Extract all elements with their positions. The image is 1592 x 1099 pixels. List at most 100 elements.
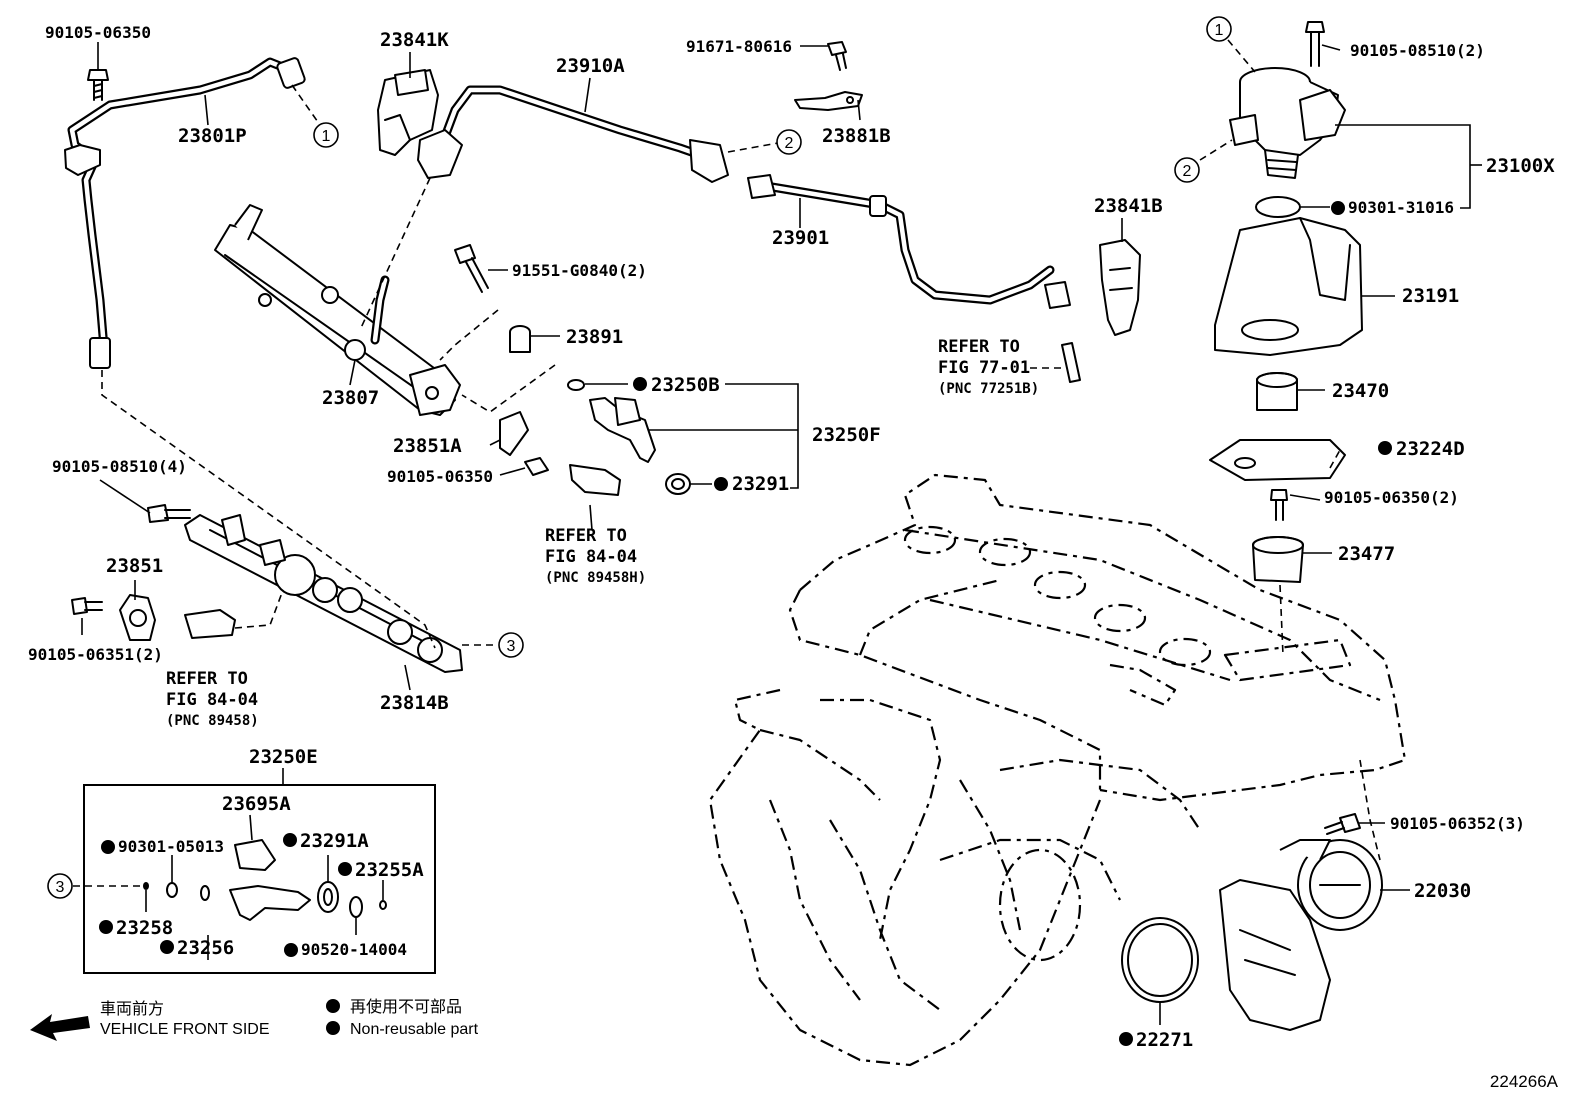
svg-text:REFER TO: REFER TO	[938, 337, 1020, 357]
spacer-23891	[509, 325, 531, 353]
bolt-91671-80616	[827, 41, 847, 71]
label-23291a: 23291A	[300, 830, 369, 852]
label-23291: 23291	[732, 473, 789, 495]
label-23470: 23470	[1332, 380, 1389, 402]
label-23256: 23256	[177, 937, 234, 959]
fuel-pipe-23910a	[417, 85, 729, 183]
label-23814b: 23814B	[380, 692, 449, 714]
housing-23477	[1252, 536, 1304, 583]
label-23250b: 23250B	[651, 374, 720, 396]
label-90105-06350-top: 90105-06350	[45, 23, 151, 42]
svg-text:Non-reusable part: Non-reusable part	[350, 1021, 479, 1038]
gasket-23224d	[1209, 439, 1346, 481]
leader-lines	[81, 39, 1482, 1025]
legend-vehicle-front: 車両前方 VEHICLE FRONT SIDE	[30, 1000, 270, 1041]
svg-text:再使用不可部品: 再使用不可部品	[350, 998, 462, 1016]
label-23841b: 23841B	[1094, 195, 1163, 217]
part-labels: 90105-06350 23801P 23841K 23910A 91671-8…	[28, 23, 1555, 1051]
refer-note-84-04-h: REFER TO FIG 84-04 (PNC 89458H)	[545, 526, 646, 586]
engine-outline	[708, 473, 1407, 1067]
bolt-90105-06351	[71, 597, 103, 615]
label-90105-06350-2: 90105-06350(2)	[1324, 488, 1459, 507]
bracket-23851	[119, 594, 156, 641]
label-23891: 23891	[566, 326, 623, 348]
callout-3-rail: 3	[498, 632, 524, 658]
bolt-90105-06350-mid	[524, 457, 549, 476]
front-arrow-icon	[30, 1014, 90, 1041]
label-23807: 23807	[322, 387, 379, 409]
label-23841k: 23841K	[380, 29, 449, 51]
svg-text:1: 1	[1215, 22, 1224, 39]
label-90105-06352: 90105-06352(3)	[1390, 814, 1525, 833]
svg-text:FIG 77-01: FIG 77-01	[938, 358, 1030, 378]
label-90105-08510-4: 90105-08510(4)	[52, 457, 187, 476]
label-23477: 23477	[1338, 543, 1395, 565]
label-90301-05013: 90301-05013	[118, 837, 224, 856]
label-23695a: 23695A	[222, 793, 291, 815]
label-23910a: 23910A	[556, 55, 625, 77]
fuel-tube-23901	[747, 174, 1071, 309]
o-ring-90301-31016	[1255, 196, 1301, 218]
pump-bracket-23191	[1214, 217, 1363, 356]
bracket-23851a	[499, 411, 529, 456]
bolt-90105-08510-2	[1305, 21, 1325, 67]
svg-text:REFER TO: REFER TO	[166, 669, 248, 689]
svg-text:(PNC 89458H): (PNC 89458H)	[545, 570, 646, 586]
label-90520-14004: 90520-14004	[301, 940, 407, 959]
svg-text:2: 2	[1183, 163, 1192, 180]
label-91551-g0840: 91551-G0840(2)	[512, 261, 647, 280]
fuel-pump-23100x	[1229, 67, 1346, 179]
connector-23841b	[1099, 239, 1141, 336]
gasket-22271	[1121, 917, 1199, 1003]
callout-2-pump: 2	[1174, 157, 1200, 183]
callout-3-kit: 3	[47, 873, 73, 899]
injector-23250f	[567, 379, 691, 495]
callout-1-top-left: 1	[313, 122, 339, 148]
bolt-91551-g0840	[454, 244, 489, 293]
label-22271: 22271	[1136, 1029, 1193, 1051]
refer-note-77-01: REFER TO FIG 77-01 (PNC 77251B)	[938, 337, 1066, 397]
label-23258: 23258	[116, 917, 173, 939]
label-23851: 23851	[106, 555, 163, 577]
svg-text:FIG 84-04: FIG 84-04	[545, 547, 637, 567]
bracket-23881b	[794, 91, 863, 111]
label-91671-80616: 91671-80616	[686, 37, 792, 56]
label-23250f: 23250F	[812, 424, 881, 446]
bolt-90105-06352	[1324, 813, 1361, 835]
throttle-body-22030	[1219, 839, 1383, 1031]
non-reusable-dot-icon	[326, 999, 340, 1013]
kit-box-23250e	[73, 784, 436, 974]
label-90301-31016: 90301-31016	[1348, 198, 1454, 217]
label-22030: 22030	[1414, 880, 1471, 902]
label-23901: 23901	[772, 227, 829, 249]
label-90105-06351: 90105-06351(2)	[28, 645, 163, 664]
label-23801p: 23801P	[178, 125, 247, 147]
fuel-hose-23801p	[64, 57, 306, 369]
callout-2-pipe: 2	[776, 129, 802, 155]
refer-pipe-stub	[1061, 342, 1081, 383]
non-reusable-dot-icon	[326, 1021, 340, 1035]
bolt-90105-06350-top	[87, 69, 109, 101]
label-23255a: 23255A	[355, 859, 424, 881]
svg-text:3: 3	[56, 879, 65, 896]
connector-23841k	[377, 69, 439, 156]
label-23851a: 23851A	[393, 435, 462, 457]
callout-1-pump: 1	[1206, 16, 1232, 42]
diagram-code: 224266A	[1490, 1072, 1559, 1091]
label-23224d: 23224D	[1396, 438, 1465, 460]
svg-text:FIG 84-04: FIG 84-04	[166, 690, 258, 710]
svg-text:3: 3	[507, 638, 516, 655]
label-23250e: 23250E	[249, 746, 318, 768]
refer-note-84-04: REFER TO FIG 84-04 (PNC 89458)	[166, 669, 259, 729]
label-90105-06350-mid: 90105-06350	[387, 467, 493, 486]
svg-text:車両前方: 車両前方	[100, 1000, 164, 1018]
label-23881b: 23881B	[822, 125, 891, 147]
svg-text:REFER TO: REFER TO	[545, 526, 627, 546]
sensor-89458h	[569, 464, 621, 496]
legend-non-reusable: 再使用不可部品 Non-reusable part	[326, 998, 479, 1038]
non-reusable-dots	[99, 201, 1392, 1046]
fuel-rail-23807	[214, 204, 461, 416]
svg-text:2: 2	[785, 135, 794, 152]
sensor-89458	[184, 609, 236, 639]
